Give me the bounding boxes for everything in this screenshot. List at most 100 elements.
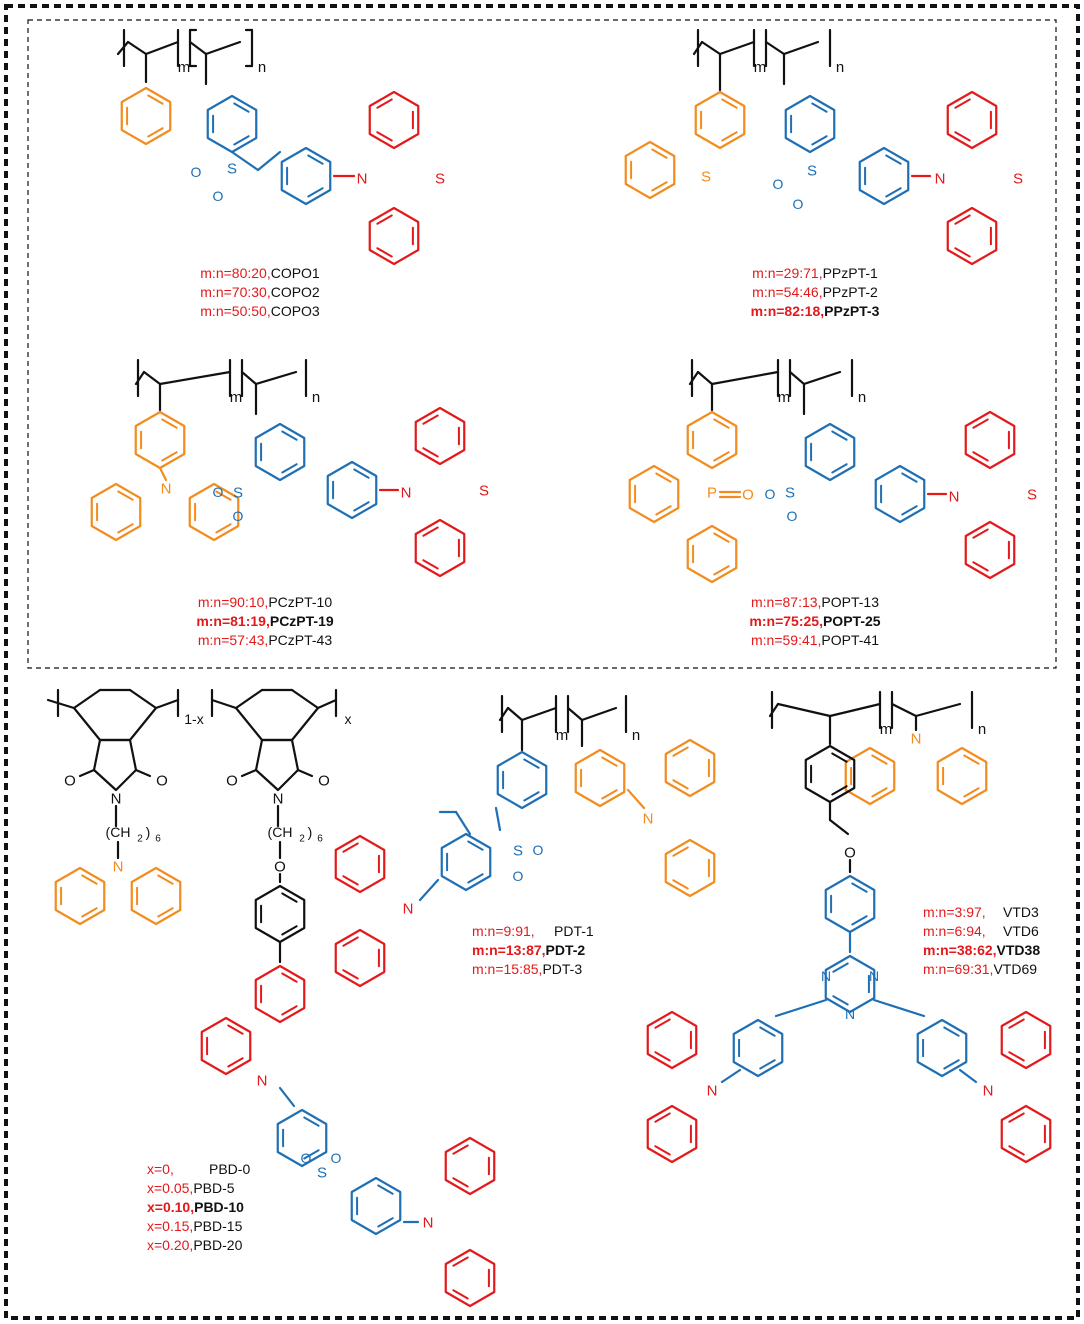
bond: [654, 1051, 671, 1062]
legend-pdt: m:n=9:91,PDT-1 m:n=13:87,PDT-2 m:n=15:85…: [472, 922, 594, 979]
atom-label: O: [226, 772, 238, 789]
legend-ratio: m:n=9:91,: [472, 923, 535, 939]
atom-label: O: [213, 484, 224, 500]
atom-label: N: [983, 1082, 994, 1099]
bond: [334, 928, 386, 988]
bond: [494, 806, 502, 832]
bond: [601, 789, 618, 800]
bond: [832, 995, 849, 1006]
bond: [254, 370, 298, 386]
bond: [954, 214, 971, 225]
bond: [972, 451, 989, 462]
legend-ratio: m:n=3:97,: [923, 904, 986, 920]
bond: [92, 738, 138, 792]
legend-ratio: m:n=6:94,: [923, 923, 986, 939]
bond: [890, 702, 918, 718]
bond: [946, 90, 998, 150]
legend-name: PCzPT-10: [268, 594, 333, 610]
repeat-m: m: [754, 59, 767, 76]
atom-label: O: [191, 164, 202, 180]
bond: [566, 706, 584, 722]
atom-label: S: [479, 482, 489, 499]
bond: [452, 1256, 469, 1267]
bond: [824, 874, 876, 934]
legend-name: PBD-10: [194, 1199, 244, 1215]
bond: [303, 1149, 320, 1160]
legend-name: POPT-25: [822, 613, 881, 629]
bond: [210, 698, 238, 710]
legend-row: x=0.20,PBD-20: [147, 1236, 250, 1255]
bond: [326, 460, 378, 520]
bond: [90, 482, 142, 542]
bond: [574, 748, 626, 808]
bond: [963, 787, 980, 798]
bond: [452, 1289, 469, 1300]
bond: [713, 565, 730, 576]
legend-row: m:n=3:97,VTD3: [923, 903, 1040, 922]
legend-row: m:n=57:43,PCzPT-43: [150, 631, 380, 650]
bond: [802, 370, 842, 386]
atom-label: ): [308, 824, 313, 840]
bonds: [46, 28, 1052, 1308]
atom-label: N: [949, 488, 960, 505]
legend-name: PDT-3: [542, 961, 583, 977]
atom-label: 2: [137, 834, 143, 845]
bond: [281, 925, 298, 936]
bond: [831, 430, 848, 441]
bond: [580, 706, 618, 722]
bond: [81, 907, 98, 918]
atom-label: N: [869, 968, 879, 984]
bond: [117, 523, 134, 534]
bond: [422, 559, 439, 570]
bond: [811, 135, 828, 146]
bond: [147, 94, 164, 105]
bond: [281, 430, 298, 441]
legend-ratio: m:n=75:25,: [749, 613, 823, 629]
bond: [452, 1144, 469, 1155]
bond: [710, 370, 780, 386]
legend-row: m:n=59:41,POPT-41: [700, 631, 930, 650]
legend-ratio: x=0.15,: [147, 1218, 194, 1234]
bond: [134, 410, 186, 470]
bond: [377, 1217, 394, 1228]
legend-name: PCzPT-43: [268, 632, 333, 648]
bond: [418, 878, 440, 902]
bond: [721, 98, 738, 109]
atom-label: O: [765, 486, 776, 502]
bond: [651, 148, 668, 159]
legend-ratio: m:n=38:62,: [923, 942, 997, 958]
bond: [303, 1116, 320, 1127]
bond: [936, 746, 988, 806]
bond: [215, 523, 232, 534]
bond: [655, 472, 672, 483]
repeat-1-x: 1-x: [184, 711, 203, 727]
legend-ratio: m:n=59:41,: [750, 632, 822, 648]
bond: [686, 410, 738, 470]
bond: [694, 90, 746, 150]
atom-label: S: [1013, 170, 1023, 187]
legend-ratio: m:n=81:19,: [196, 613, 270, 629]
legend-name: PBD-0: [209, 1161, 251, 1177]
atom-label: S: [227, 160, 237, 177]
repeat-m: m: [178, 59, 191, 76]
bond: [851, 915, 868, 926]
repeat-n: n: [858, 389, 866, 406]
legend-ratio: x=0.20,: [147, 1237, 194, 1253]
legend-ppzpt: m:n=29:71,PPzPT-1 m:n=54:46,PPzPT-2 m:n=…: [700, 264, 930, 321]
legend-name: POPT-13: [821, 594, 880, 610]
bond: [1000, 1104, 1052, 1164]
atom-label: N: [911, 730, 922, 747]
bond: [964, 520, 1016, 580]
atom-label: N: [423, 1214, 434, 1231]
bond: [234, 688, 264, 710]
bond: [664, 738, 716, 798]
bond: [914, 702, 962, 718]
legend-row: x=0.05,PBD-5: [147, 1179, 250, 1198]
bond: [227, 1024, 244, 1035]
bond: [452, 1177, 469, 1188]
bond: [628, 464, 680, 524]
repeat-n: n: [632, 727, 640, 744]
legend-name: PBD-5: [193, 1180, 235, 1196]
bond: [233, 135, 250, 146]
bond: [784, 94, 836, 154]
